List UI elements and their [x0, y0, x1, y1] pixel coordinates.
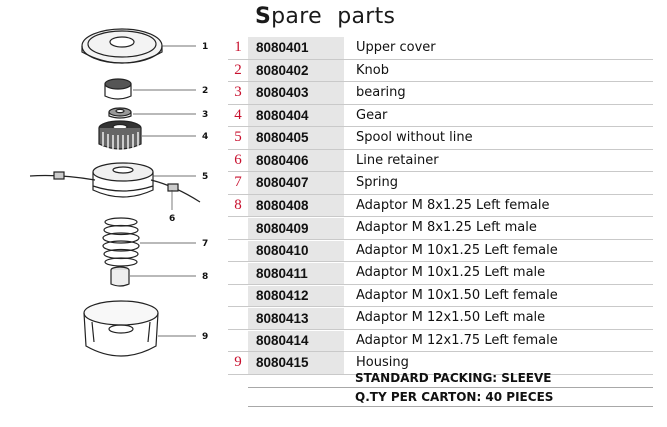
diagram-label-8: 8	[202, 272, 208, 282]
table-row: 8080412 Adaptor M 10x1.50 Left female	[228, 284, 653, 307]
part-code: 8080407	[248, 172, 344, 194]
part-code: 8080415	[248, 352, 344, 374]
part-number: 1	[234, 39, 242, 56]
part-code: 8080405	[248, 127, 344, 149]
part-description: bearing	[356, 85, 406, 101]
part-code: 8080408	[248, 194, 344, 216]
quantity-per-carton-line: Q.TY PER CARTON: 40 PIECES	[248, 388, 653, 407]
housing-part	[83, 300, 159, 357]
spare-parts-table: 1 8080401 Upper cover 2 8080402 Knob 3 8…	[228, 37, 653, 375]
table-row: 8080413 Adaptor M 12x1.50 Left male	[228, 307, 653, 330]
bearing-part	[108, 107, 132, 119]
table-row: 9 8080415 Housing	[228, 352, 653, 375]
table-row: 7 8080407 Spring	[228, 172, 653, 195]
part-description: Adaptor M 8x1.25 Left female	[356, 197, 550, 213]
diagram-label-5: 5	[202, 172, 208, 182]
part-number: 7	[234, 174, 242, 191]
adaptor-part	[110, 266, 130, 287]
table-row: 8080411 Adaptor M 10x1.25 Left male	[228, 262, 653, 285]
part-description: Gear	[356, 107, 388, 123]
part-code: 8080410	[248, 239, 344, 261]
upper-cover-part	[81, 28, 163, 64]
part-number: 6	[234, 151, 242, 168]
table-row: 6 8080406 Line retainer	[228, 149, 653, 172]
spring-part	[102, 217, 140, 267]
title-initial: S	[255, 4, 272, 29]
part-description: Adaptor M 8x1.25 Left male	[356, 220, 537, 236]
part-description: Adaptor M 12x1.75 Left female	[356, 332, 558, 348]
table-row: 3 8080403 bearing	[228, 82, 653, 105]
title-rest: pare parts	[271, 4, 396, 29]
part-description: Housing	[356, 355, 409, 371]
part-number: 4	[234, 106, 242, 123]
part-code: 8080406	[248, 149, 344, 171]
table-row: 5 8080405 Spool without line	[228, 127, 653, 150]
part-description: Adaptor M 10x1.25 Left male	[356, 265, 546, 281]
table-row: 4 8080404 Gear	[228, 104, 653, 127]
table-row: 8080414 Adaptor M 12x1.75 Left female	[228, 329, 653, 352]
diagram-label-1: 1	[202, 42, 208, 52]
diagram-label-9: 9	[202, 332, 208, 342]
part-number: 8	[234, 196, 242, 213]
table-row: 8080409 Adaptor M 8x1.25 Left male	[228, 217, 653, 240]
part-description: Adaptor M 10x1.25 Left female	[356, 242, 558, 258]
part-code: 8080401	[248, 37, 344, 59]
part-description: Adaptor M 12x1.50 Left male	[356, 310, 546, 326]
part-number: 9	[234, 354, 242, 371]
part-code: 8080403	[248, 82, 344, 104]
table-row: 8 8080408 Adaptor M 8x1.25 Left female	[228, 194, 653, 217]
standard-packing-line: STANDARD PACKING: SLEEVE	[248, 369, 653, 388]
diagram-label-3: 3	[202, 110, 208, 120]
table-row: 8080410 Adaptor M 10x1.25 Left female	[228, 239, 653, 262]
part-number: 3	[234, 84, 242, 101]
table-row: 1 8080401 Upper cover	[228, 37, 653, 60]
part-code: 8080414	[248, 329, 344, 351]
part-description: Knob	[356, 62, 389, 78]
diagram-label-6: 6	[169, 214, 175, 224]
part-description: Spool without line	[356, 130, 473, 146]
diagram-label-2: 2	[202, 86, 208, 96]
part-number: 5	[234, 129, 242, 146]
part-code: 8080409	[248, 217, 344, 239]
part-code: 8080404	[248, 104, 344, 126]
exploded-view-diagram: 1 2 3 4 5 6 7 8 9	[29, 28, 208, 357]
gear-part	[98, 120, 142, 150]
part-code: 8080413	[248, 307, 344, 329]
knob-part	[104, 78, 132, 100]
spool-part	[29, 162, 201, 203]
part-code: 8080411	[248, 262, 344, 284]
diagram-label-4: 4	[202, 132, 208, 142]
part-code: 8080412	[248, 284, 344, 306]
table-row: 2 8080402 Knob	[228, 59, 653, 82]
part-description: Adaptor M 10x1.50 Left female	[356, 287, 558, 303]
page-title: Spare parts	[255, 4, 395, 29]
part-description: Line retainer	[356, 152, 439, 168]
part-description: Spring	[356, 175, 398, 191]
part-number: 2	[234, 61, 242, 78]
part-description: Upper cover	[356, 40, 436, 56]
diagram-label-7: 7	[202, 239, 208, 249]
part-code: 8080402	[248, 59, 344, 81]
